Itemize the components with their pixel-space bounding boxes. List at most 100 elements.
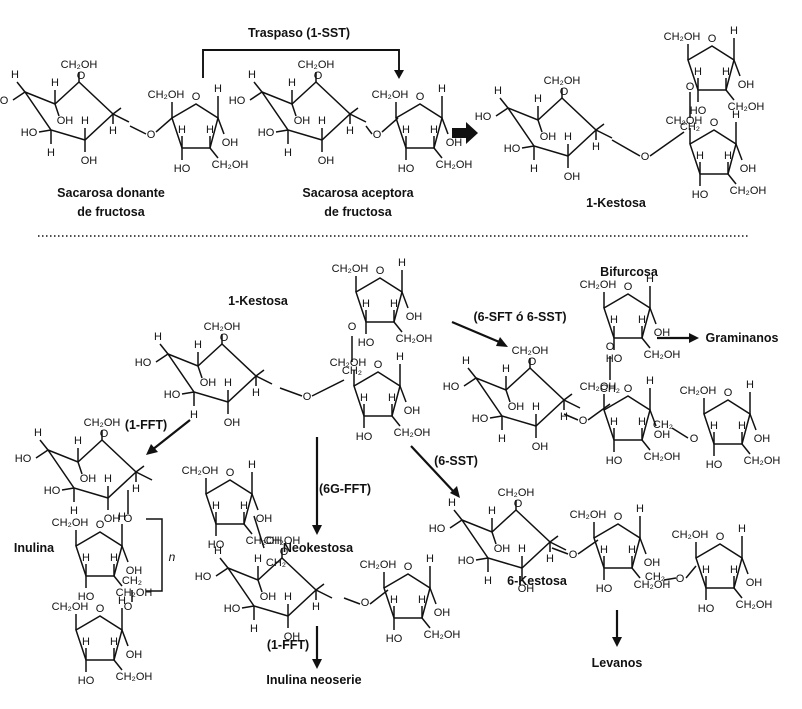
bond bbox=[563, 399, 581, 409]
atom-label: CH₂OH bbox=[330, 357, 367, 369]
atom-label: H bbox=[702, 564, 710, 576]
atom-label: H bbox=[212, 500, 220, 512]
fructose-ring bbox=[603, 395, 651, 441]
fructose-ring bbox=[689, 129, 737, 175]
atom-label: OH bbox=[654, 327, 671, 339]
arrow-to-inulin bbox=[151, 419, 191, 451]
arrow-head-inulin bbox=[146, 444, 158, 455]
atom-label: O bbox=[416, 91, 425, 103]
glucose-ring bbox=[473, 366, 566, 427]
bond bbox=[381, 117, 399, 133]
bond bbox=[135, 471, 153, 481]
bond bbox=[741, 443, 751, 455]
atom-label: H bbox=[132, 483, 140, 495]
atom-label: CH₂OH bbox=[246, 535, 283, 547]
atom-label: H bbox=[488, 505, 496, 517]
bond bbox=[649, 409, 657, 427]
atom-label: CH₂OH bbox=[644, 349, 681, 361]
atom-label: H bbox=[81, 115, 89, 127]
bond bbox=[35, 449, 49, 459]
arrow-head-levans bbox=[612, 637, 622, 647]
kestose6-label: 6-Kestosa bbox=[507, 574, 568, 588]
atom-label: H bbox=[448, 497, 456, 509]
glucose-ring bbox=[505, 96, 598, 157]
bond bbox=[112, 107, 122, 115]
neokestose-label: Neokestosa bbox=[283, 541, 354, 555]
atom-label: H bbox=[154, 331, 162, 343]
bond bbox=[255, 375, 273, 385]
bond bbox=[551, 547, 569, 555]
ffft-bottom-label: (1-FFT) bbox=[267, 638, 309, 652]
arrow-to-6-kestose bbox=[410, 445, 455, 493]
atom-label: H bbox=[214, 545, 222, 557]
atom-label: O bbox=[614, 511, 623, 523]
atom-label: CH₂OH bbox=[52, 517, 89, 529]
atom-label: O bbox=[124, 513, 133, 525]
bond bbox=[549, 541, 567, 551]
bifurcose-label: Bifurcosa bbox=[600, 265, 659, 279]
bond bbox=[217, 117, 225, 135]
atom-label: H bbox=[51, 77, 59, 89]
atom-label: HO bbox=[606, 455, 623, 467]
molecules: OHHOHOHCH₂OHHHOHHOHOOCH₂OHHOHHCH₂OHHHOOH… bbox=[0, 25, 780, 687]
bond bbox=[611, 139, 641, 157]
atom-label: CH₂OH bbox=[332, 263, 369, 275]
bond bbox=[311, 379, 345, 397]
atom-label: H bbox=[600, 544, 608, 556]
bond bbox=[219, 557, 229, 569]
atom-label: OH bbox=[224, 417, 241, 429]
block-arrow bbox=[452, 122, 478, 144]
bond bbox=[463, 377, 477, 387]
bond bbox=[639, 537, 647, 555]
atom-label: H bbox=[462, 355, 470, 367]
atom-label: O bbox=[606, 341, 615, 353]
bond bbox=[155, 353, 169, 363]
atom-label: H bbox=[610, 314, 618, 326]
atom-label: CH₂OH bbox=[372, 89, 409, 101]
atom-label: H bbox=[118, 595, 126, 607]
atom-label: CH₂OH bbox=[498, 487, 535, 499]
repeat-index: n bbox=[169, 550, 176, 564]
atom-label: O bbox=[192, 91, 201, 103]
atom-label: CH₂OH bbox=[730, 185, 767, 197]
atom-label: HO bbox=[690, 105, 707, 117]
bond bbox=[343, 597, 361, 605]
atom-label: HO bbox=[398, 163, 415, 175]
bond bbox=[749, 413, 757, 431]
sucrose-acceptor-label: Sacarosa aceptora bbox=[302, 186, 414, 200]
atom-label: OH bbox=[200, 377, 217, 389]
bond bbox=[453, 509, 463, 521]
atom-label: H bbox=[82, 636, 90, 648]
bond bbox=[251, 493, 259, 511]
atom-label: CH₂OH bbox=[736, 599, 773, 611]
levans-label: Levanos bbox=[592, 656, 643, 670]
atom-label: HO bbox=[356, 431, 373, 443]
fructose-ring bbox=[75, 531, 123, 577]
bond bbox=[537, 119, 543, 133]
atom-label: CH₂OH bbox=[436, 159, 473, 171]
atom-label: HO bbox=[596, 583, 613, 595]
atom-label: H bbox=[109, 125, 117, 137]
fructose-ring bbox=[687, 45, 735, 91]
atom-label: OH bbox=[518, 583, 535, 595]
atom-label: H bbox=[288, 77, 296, 89]
sucrose-donor-label: Sacarosa donante bbox=[57, 186, 165, 200]
atom-label: HO bbox=[458, 555, 475, 567]
atom-label: H bbox=[564, 131, 572, 143]
atom-label: H bbox=[546, 553, 554, 565]
atom-label: OH bbox=[80, 473, 97, 485]
atom-label: H bbox=[560, 411, 568, 423]
atom-label: H bbox=[224, 377, 232, 389]
atom-label: H bbox=[402, 124, 410, 136]
atom-label: O bbox=[147, 129, 156, 141]
bond bbox=[129, 125, 147, 135]
bond bbox=[441, 117, 449, 135]
atom-label: CH₂OH bbox=[664, 31, 701, 43]
atom-label: H bbox=[732, 109, 740, 121]
atom-label: CH₂OH bbox=[424, 629, 461, 641]
bond bbox=[505, 389, 511, 403]
bond bbox=[257, 579, 263, 593]
bond bbox=[641, 337, 651, 349]
atom-label: OH bbox=[644, 557, 661, 569]
